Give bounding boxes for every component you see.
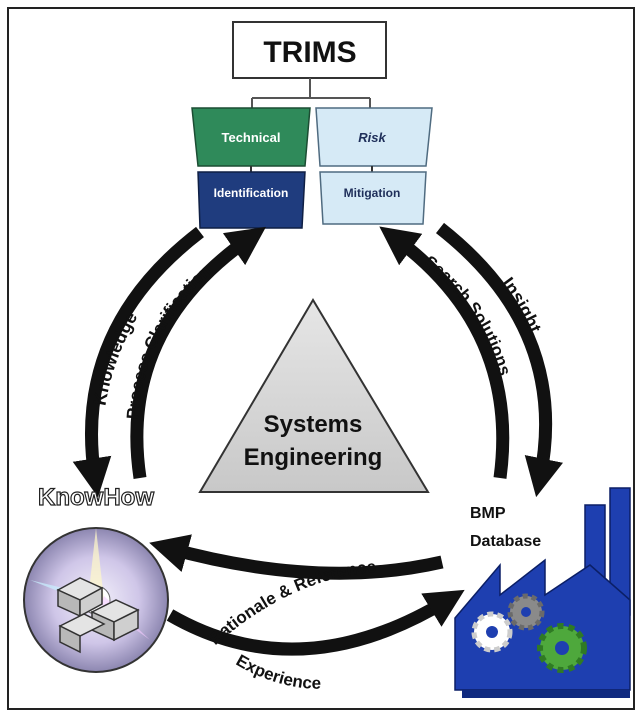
center-line2: Engineering bbox=[244, 444, 383, 471]
identification-label: Identification bbox=[214, 186, 289, 200]
flow-arrows bbox=[72, 222, 563, 656]
technical-box: Technical bbox=[191, 107, 311, 167]
systems-engineering-triangle: Systems Engineering bbox=[198, 298, 430, 493]
bmp-database-node: BMP Database bbox=[454, 487, 631, 698]
knowhow-disc-icon bbox=[23, 527, 169, 673]
bmp-label-line1: BMP bbox=[470, 505, 506, 522]
insight-arrow bbox=[435, 222, 563, 498]
knowhow-label: KnowHow bbox=[38, 484, 154, 511]
gear-icon-white bbox=[471, 611, 513, 653]
gear-icon-grey bbox=[507, 593, 545, 631]
rationale-reference-arrow bbox=[149, 534, 444, 580]
gear-icon-green bbox=[537, 623, 587, 673]
trims-title-box: TRIMS bbox=[232, 21, 387, 79]
search-solutions-arrow bbox=[379, 226, 510, 479]
factory-icon bbox=[454, 487, 631, 698]
identification-box: Identification bbox=[197, 171, 306, 229]
mitigation-box: Mitigation bbox=[319, 171, 427, 225]
experience-arrow bbox=[166, 589, 465, 656]
tree-connectors bbox=[251, 78, 371, 108]
mitigation-label: Mitigation bbox=[344, 186, 401, 200]
knowhow-node: KnowHow bbox=[23, 483, 169, 673]
bmp-label-line2: Database bbox=[470, 533, 541, 550]
risk-box: Risk bbox=[315, 107, 433, 167]
process-clarification-arrow bbox=[130, 226, 266, 479]
technical-label: Technical bbox=[221, 130, 280, 145]
knowledge-arrow bbox=[72, 226, 204, 498]
center-line1: Systems bbox=[264, 411, 363, 438]
risk-label: Risk bbox=[358, 130, 386, 145]
trims-title: TRIMS bbox=[263, 36, 356, 69]
